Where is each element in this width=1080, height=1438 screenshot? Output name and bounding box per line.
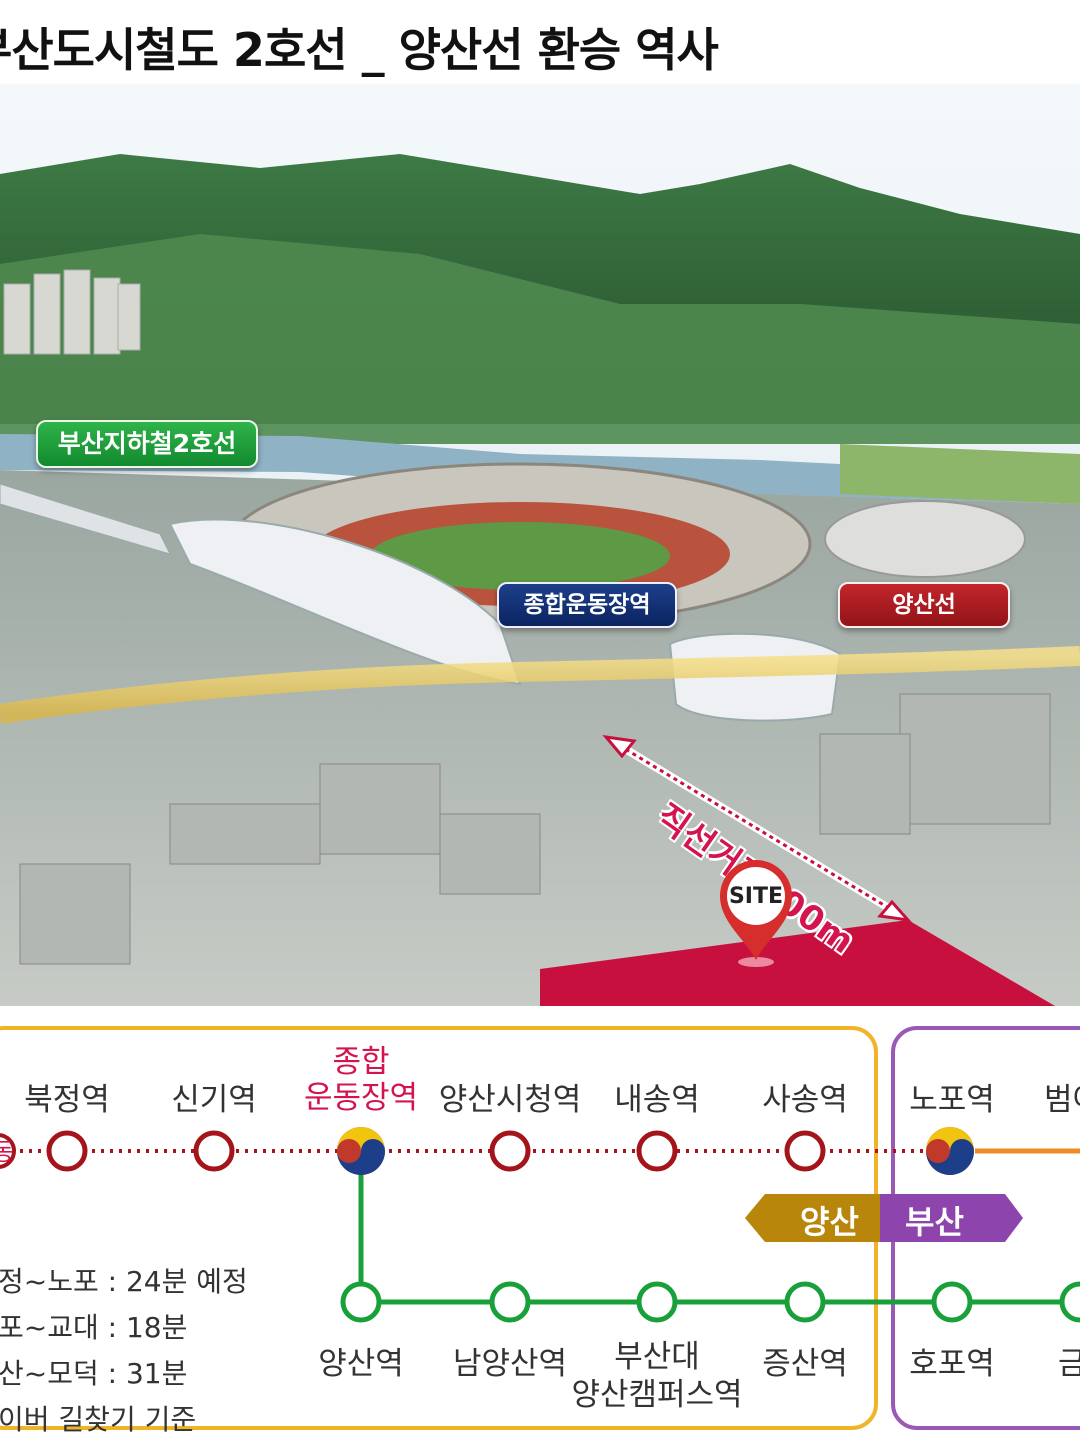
station-circle: [340, 1281, 382, 1323]
yangsan-line-callout: 양산선: [838, 582, 1010, 628]
direction-yangsan-label: 양산: [800, 1203, 859, 1241]
station-jeungsan: 증산역: [762, 1346, 848, 1382]
apartment-towers: [3, 269, 141, 355]
station-sasong: 사송역: [762, 1082, 848, 1118]
transfer-icon: [337, 1127, 385, 1175]
stadium-field: [370, 522, 670, 590]
travel-note: 산~모덕 : 31분: [0, 1357, 188, 1390]
station-geum: 금: [1058, 1346, 1080, 1382]
travel-note: 이버 길찾기 기준: [0, 1403, 197, 1436]
route-lines: [0, 1026, 1080, 1430]
field: [840, 444, 1080, 504]
direction-yangsan: [745, 1194, 880, 1242]
station-hopo: 호포역: [909, 1346, 995, 1382]
station-circle: [636, 1281, 678, 1323]
station-circle: [0, 1133, 16, 1169]
station-namyangsan: 남양산역: [452, 1346, 568, 1382]
station-stadium: 종합 운동장역: [303, 1044, 419, 1116]
page-title: 부산도시철도 2호선 _ 양산선 환승 역사: [0, 23, 719, 77]
line2-viaduct: [0, 483, 171, 555]
station-circle: [1059, 1281, 1080, 1323]
direction-busan-label: 부산: [905, 1203, 964, 1241]
busan-line2-label: 부산지하철2호선: [57, 429, 237, 458]
aerial-illustration: [0, 84, 1080, 1006]
station-circle: [489, 1281, 531, 1323]
station-circle: [931, 1281, 973, 1323]
city-buildings: [19, 693, 1051, 965]
yangsan-line-track: [0, 646, 1080, 724]
site-pin-icon: [720, 860, 792, 967]
station-yangsan-cityhall: 양산시청역: [438, 1082, 582, 1118]
station-circle: [46, 1130, 88, 1172]
indoor-arena: [824, 500, 1026, 578]
station-circle: [636, 1130, 678, 1172]
station-circle: [193, 1130, 235, 1172]
station-left-clip: 동: [0, 1138, 15, 1166]
route-diagram: 동 북정역 신기역 종합 운동장역 양산시청역 내송역 사송역 노포역 범어 양…: [0, 1006, 1080, 1438]
travel-note: 정~노포 : 24분 예정: [0, 1265, 248, 1298]
stadium-station-callout: 종합운동장역: [497, 582, 677, 628]
station-circle: [784, 1281, 826, 1323]
foothills: [0, 234, 1080, 444]
travel-note: 포~교대 : 18분: [0, 1311, 188, 1344]
site-area: [540, 920, 1055, 1006]
yangsan-line-label: 양산선: [892, 592, 956, 618]
distance-arrow-head-start: [602, 734, 637, 759]
distance-arrow-line: [611, 739, 903, 918]
title-bar: 부산도시철도 2호선 _ 양산선 환승 역사: [0, 0, 1080, 84]
station-yangsan: 양산역: [318, 1346, 404, 1382]
station-circle: [784, 1130, 826, 1172]
direction-busan: [880, 1194, 1023, 1242]
site-label: SITE: [728, 884, 784, 909]
stadium-station-label: 종합운동장역: [523, 592, 651, 618]
station-circle: [489, 1130, 531, 1172]
distance-arrow-head-end: [877, 899, 912, 923]
city-ground: [0, 470, 1080, 1006]
station-bukjeong: 북정역: [24, 1082, 110, 1118]
station-naesong: 내송역: [614, 1082, 700, 1118]
transfer-icon: [926, 1127, 974, 1175]
station-beomeo: 범어: [1044, 1082, 1080, 1118]
station-singi: 신기역: [171, 1082, 257, 1118]
station-pnu-yangsan: 부산대 양산캠퍼스역: [571, 1339, 743, 1413]
aerial-view: [0, 84, 1080, 1006]
line2-station-building: [168, 518, 522, 686]
station-nopo: 노포역: [909, 1082, 995, 1118]
busan-line2-callout: 부산지하철2호선: [36, 420, 258, 468]
